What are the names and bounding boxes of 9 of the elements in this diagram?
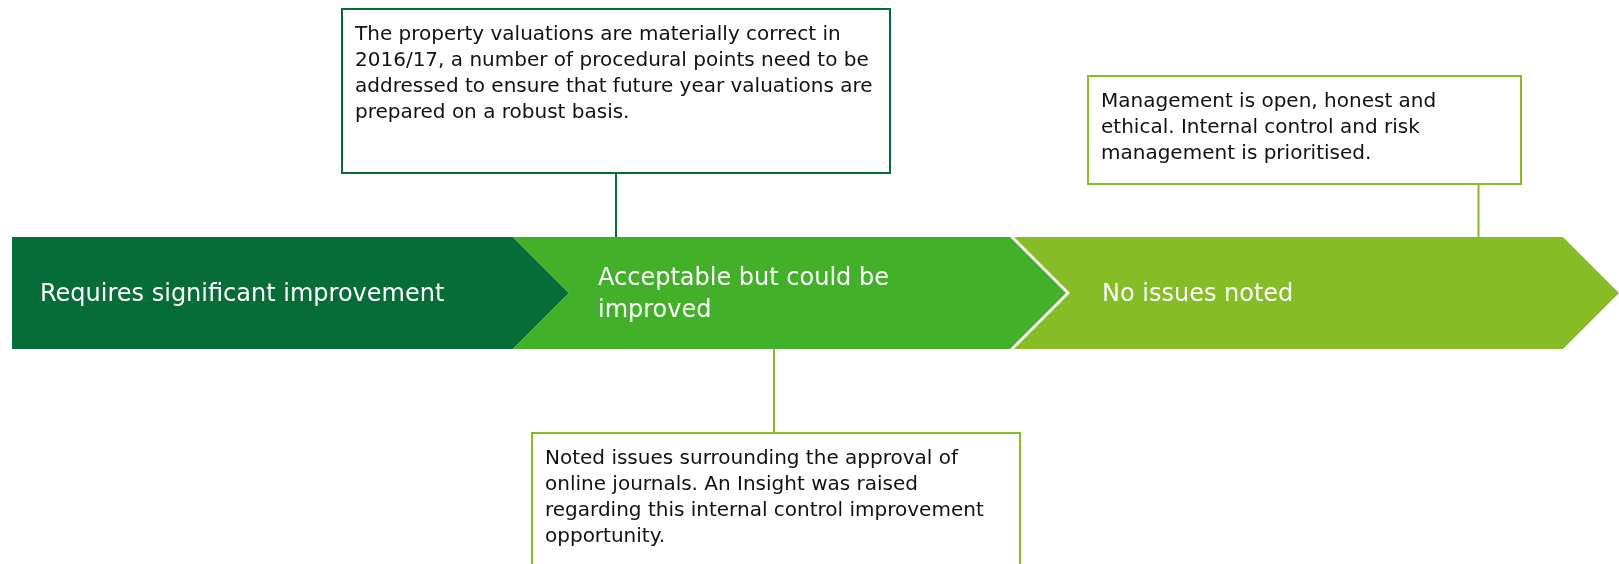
stage-label: No issues noted xyxy=(1102,278,1294,309)
stage-label: Acceptable but could be improved xyxy=(598,262,890,325)
leader-line xyxy=(615,173,617,238)
stage-label: Requires significant improvement xyxy=(40,278,445,309)
callout-box: Noted issues surrounding the approval of online journals. An Insight was raised regarding this internal control improvement opportunity. xyxy=(531,432,1021,564)
leader-line xyxy=(773,348,775,433)
leader-line xyxy=(1477,184,1480,238)
callout-box: The property valuations are materially correct in 2016/17, a number of procedural points need to be addressed to ensure that future year valuations are prepared on a robust basis. xyxy=(341,8,891,174)
callout-box: Management is open, honest and ethical. Internal control and risk management is prioritised. xyxy=(1087,75,1522,185)
